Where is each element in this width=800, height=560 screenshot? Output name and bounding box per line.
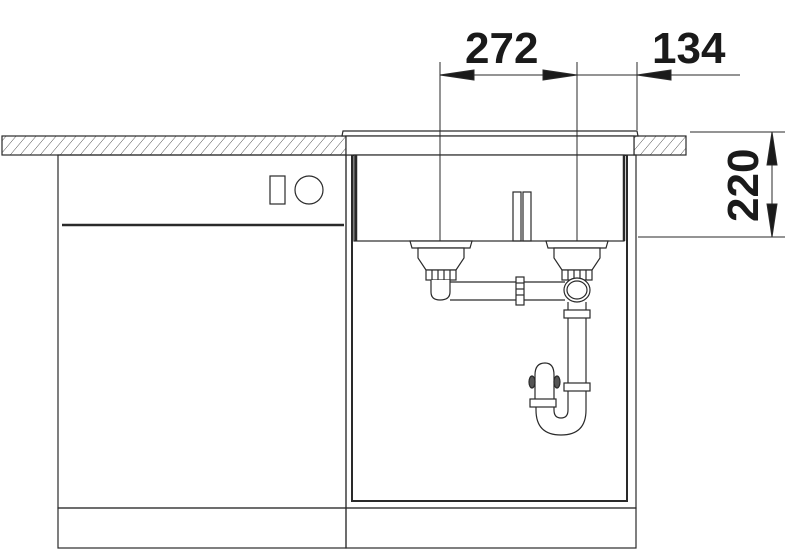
dishwasher-control-knob-icon xyxy=(269,175,286,205)
dishwasher-control-dial-icon xyxy=(294,175,324,205)
sink-bowl xyxy=(353,154,626,242)
overflow-pipe xyxy=(512,191,532,242)
siphon-trap xyxy=(528,302,591,436)
dimension-label-depth: 220 xyxy=(719,148,768,222)
connecting-pipe xyxy=(450,276,565,306)
right-drain-basket xyxy=(545,240,609,303)
left-drain-basket xyxy=(409,240,473,301)
dimension-label-drain-to-edge: 134 xyxy=(652,24,726,73)
sink-rim xyxy=(341,130,639,156)
countertop-left xyxy=(1,135,347,156)
countertop-right xyxy=(633,135,687,156)
dishwasher xyxy=(57,154,347,549)
dimension-label-bowl-spacing: 272 xyxy=(465,24,539,73)
dimension-lines xyxy=(439,62,785,241)
